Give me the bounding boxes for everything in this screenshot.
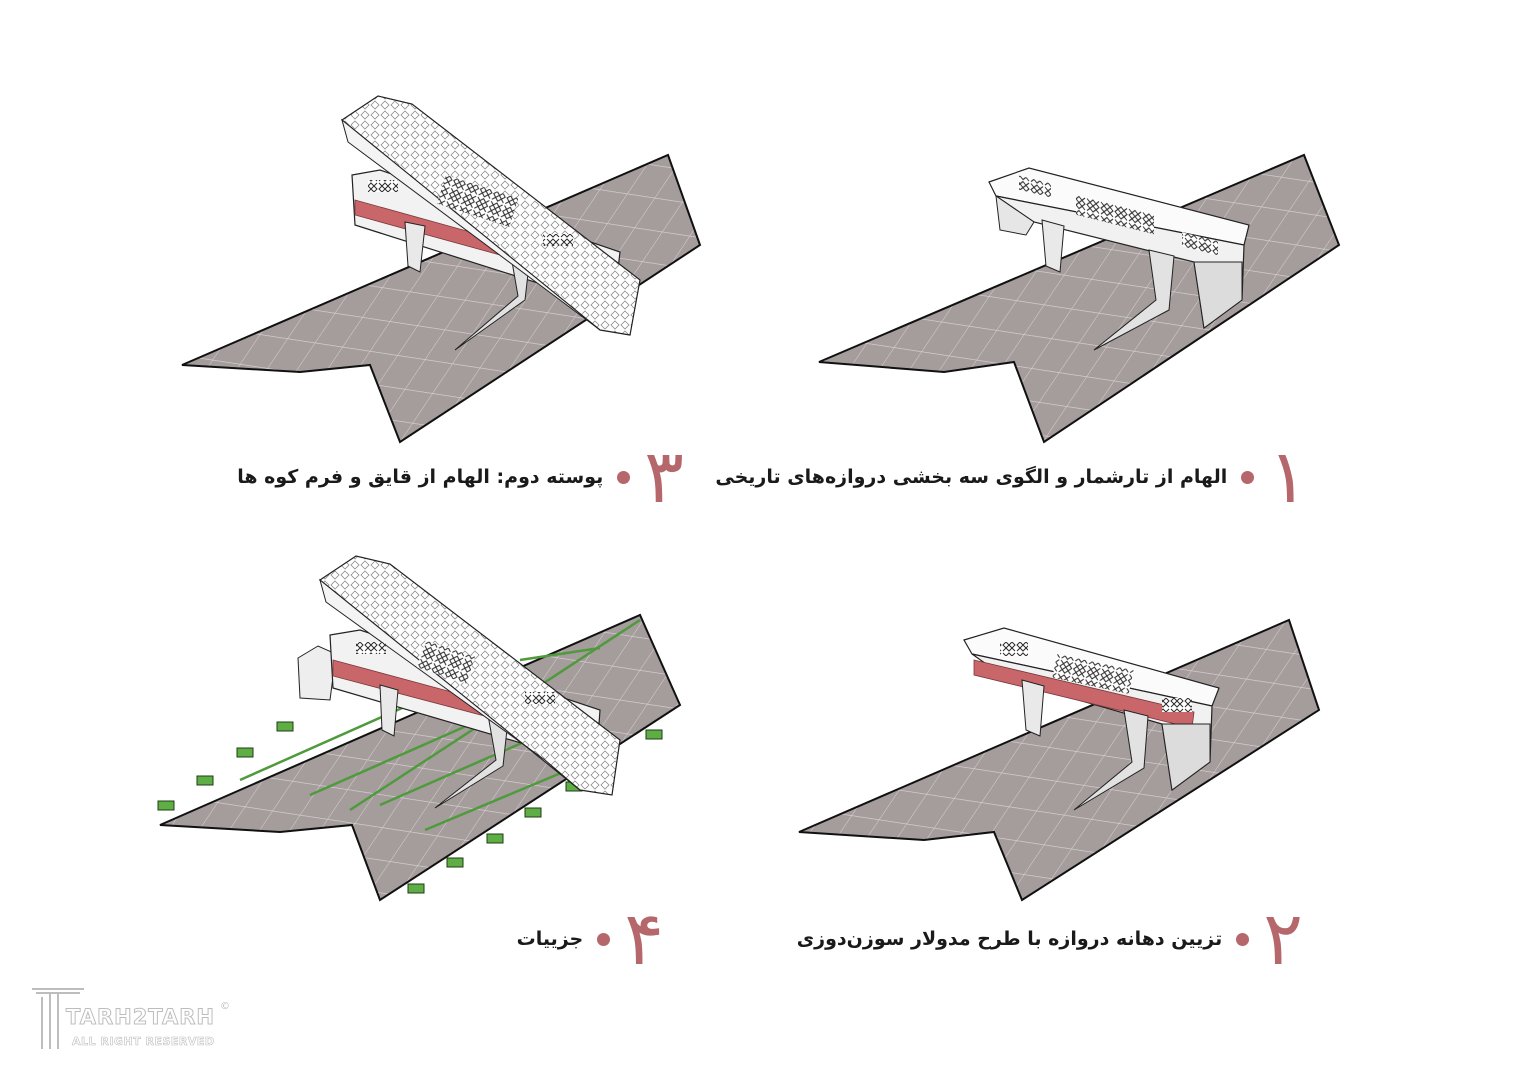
gate-leg-left bbox=[995, 194, 1035, 236]
step-3-caption: ۳ پوسته دوم: الهام از قایق و فرم کوه ها bbox=[237, 440, 684, 514]
step-4-panel: ۴ جزییات bbox=[0, 540, 764, 1080]
ornament-3 bbox=[525, 692, 555, 704]
step-2-text: تزیین دهانه دروازه با طرح مدولار سوزن‌دو… bbox=[796, 928, 1223, 950]
step-4-text: جزییات bbox=[516, 928, 584, 950]
gate-pillar-2 bbox=[1073, 709, 1149, 811]
step-1-dot bbox=[1241, 470, 1255, 484]
gate-pillar-1 bbox=[1021, 679, 1045, 737]
step-2-caption: ۲ تزیین دهانه دروازه با طرح مدولار سوزن‌… bbox=[797, 902, 1303, 976]
ornament-1 bbox=[356, 642, 386, 654]
step-4-diagram bbox=[157, 555, 682, 902]
step-1-number: ۱ bbox=[1268, 434, 1308, 520]
ornament-2 bbox=[1052, 654, 1134, 694]
ornament-1 bbox=[1019, 175, 1051, 198]
gate-pillar-1 bbox=[404, 221, 426, 273]
logo-subtitle: ALL RIGHT RESERVED bbox=[72, 1035, 215, 1049]
brand-logo: TARH2TARH © ALL RIGHT RESERVED bbox=[28, 985, 238, 1055]
step-2-panel: ۲ تزیین دهانه دروازه با طرح مدولار سوزن‌… bbox=[764, 540, 1528, 1080]
step-2-dot bbox=[1236, 932, 1250, 946]
step-4-dot bbox=[597, 932, 611, 946]
ornament-3 bbox=[543, 234, 573, 246]
pillar-logo-icon bbox=[32, 988, 84, 1049]
ornament-1 bbox=[368, 180, 398, 192]
gate-pillar-1 bbox=[1041, 219, 1065, 273]
ornament-2 bbox=[416, 640, 476, 684]
step-3-panel: ۳ پوسته دوم: الهام از قایق و فرم کوه ها bbox=[0, 0, 764, 540]
gate-pillar-2 bbox=[1093, 249, 1175, 351]
logo-wordmark: TARH2TARH bbox=[66, 1005, 215, 1030]
boat-shell-side bbox=[319, 578, 581, 791]
step-3-diagram bbox=[181, 95, 702, 444]
step-4-caption: ۴ جزییات bbox=[517, 902, 664, 976]
side-pavilion bbox=[297, 645, 337, 701]
gate-end bbox=[1161, 723, 1211, 791]
step-3-dot bbox=[617, 470, 631, 484]
ornament-2 bbox=[436, 174, 519, 227]
step-2-number: ۲ bbox=[1263, 896, 1303, 982]
step-1-caption: ۱ الهام از تارشمار و الگوی سه بخشی درواز… bbox=[715, 440, 1308, 514]
ornament-3 bbox=[1182, 232, 1218, 256]
ornament-1 bbox=[1000, 642, 1028, 656]
boat-shell-side bbox=[341, 118, 601, 331]
step-4-number: ۴ bbox=[624, 896, 664, 982]
ornament-2 bbox=[1076, 194, 1154, 235]
step-3-text: پوسته دوم: الهام از قایق و فرم کوه ها bbox=[237, 466, 604, 488]
ornament-3 bbox=[1162, 698, 1192, 712]
bench-markers bbox=[157, 721, 663, 894]
step-3-number: ۳ bbox=[644, 434, 684, 520]
logo-registered-mark: © bbox=[220, 1001, 230, 1012]
gate-end bbox=[1193, 261, 1243, 329]
step-1-panel: ۱ الهام از تارشمار و الگوی سه بخشی درواز… bbox=[715, 0, 1528, 540]
step-1-diagram bbox=[818, 153, 1341, 444]
gate-pillar-1 bbox=[379, 684, 399, 737]
step-2-diagram bbox=[798, 618, 1321, 902]
step-1-text: الهام از تارشمار و الگوی سه بخشی دروازه‌… bbox=[715, 466, 1228, 488]
